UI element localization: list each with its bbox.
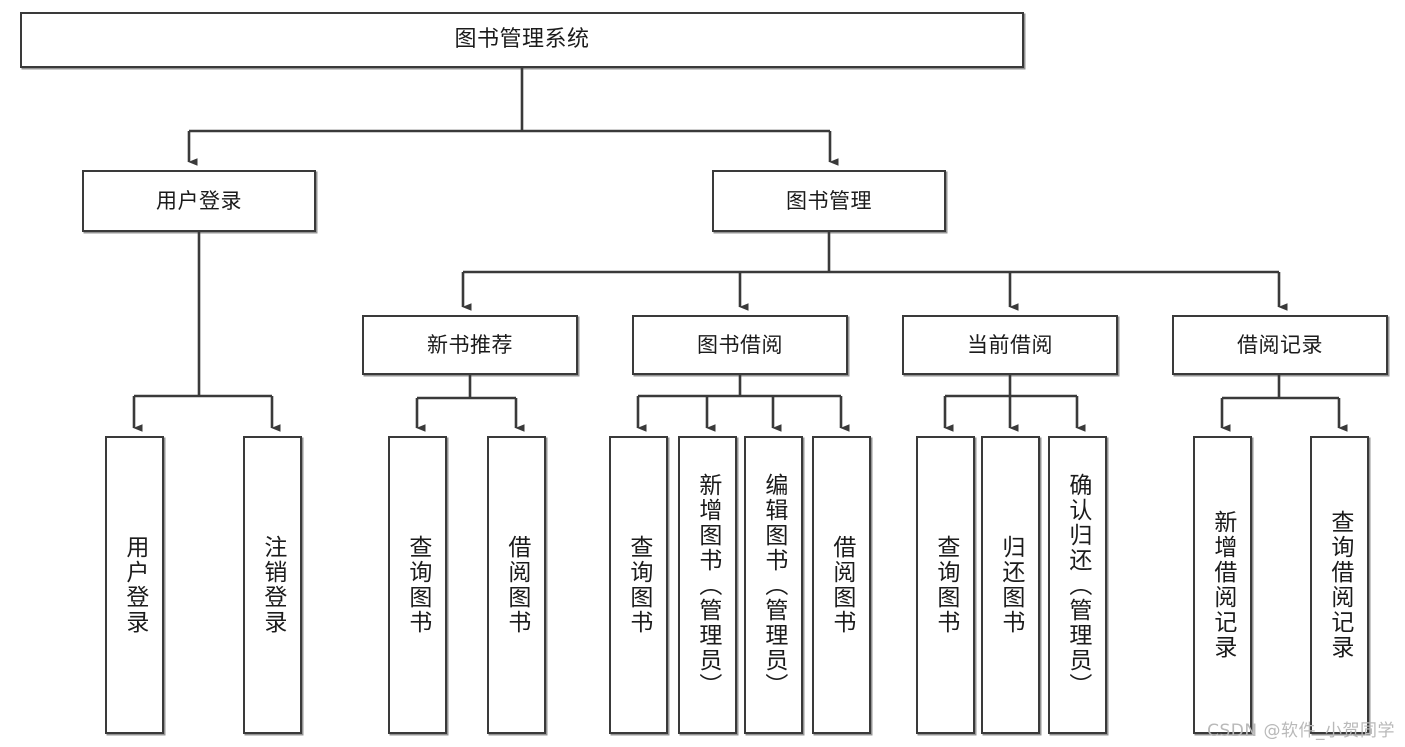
node-label: 图书管理 <box>786 188 872 213</box>
leaf-user-login[interactable]: 用户登录 <box>105 436 164 734</box>
csdn-watermark: CSDN @软件_小贺同学 <box>1207 721 1395 741</box>
leaf-borrow-book[interactable]: 借阅图书 <box>812 436 871 734</box>
node-new-book-recommend[interactable]: 新书推荐 <box>362 315 578 375</box>
node-label: 确认归还（管理员） <box>1064 472 1091 698</box>
leaf-borrow-book-recommend[interactable]: 借阅图书 <box>487 436 546 734</box>
leaf-edit-book-admin[interactable]: 编辑图书（管理员） <box>744 436 803 734</box>
node-current-borrow[interactable]: 当前借阅 <box>902 315 1118 375</box>
leaf-add-book-admin[interactable]: 新增图书（管理员） <box>678 436 737 734</box>
node-label: 图书管理系统 <box>454 27 590 53</box>
node-label: 查询图书 <box>404 535 431 635</box>
node-label: 查询图书 <box>932 535 959 635</box>
node-label: 用户登录 <box>156 188 242 213</box>
node-label: 借阅图书 <box>503 535 530 635</box>
node-label: 借阅记录 <box>1237 332 1323 357</box>
leaf-query-book-borrow[interactable]: 查询图书 <box>609 436 668 734</box>
leaf-query-borrow-record[interactable]: 查询借阅记录 <box>1310 436 1369 734</box>
node-book-borrow[interactable]: 图书借阅 <box>632 315 848 375</box>
node-label: 新书推荐 <box>427 332 513 357</box>
node-label: 新增图书（管理员） <box>694 472 721 698</box>
leaf-return-book[interactable]: 归还图书 <box>981 436 1040 734</box>
node-label: 归还图书 <box>997 535 1024 635</box>
leaf-logout[interactable]: 注销登录 <box>243 436 302 734</box>
leaf-query-book-current[interactable]: 查询图书 <box>916 436 975 734</box>
node-borrow-record[interactable]: 借阅记录 <box>1172 315 1388 375</box>
leaf-confirm-return-admin[interactable]: 确认归还（管理员） <box>1048 436 1107 734</box>
leaf-add-borrow-record[interactable]: 新增借阅记录 <box>1193 436 1252 734</box>
node-label: 当前借阅 <box>967 332 1053 357</box>
node-label: 查询图书 <box>625 535 652 635</box>
node-label: 用户登录 <box>121 535 148 635</box>
node-book-management[interactable]: 图书管理 <box>712 170 946 232</box>
node-root-book-management-system[interactable]: 图书管理系统 <box>20 12 1024 68</box>
node-label: 注销登录 <box>259 535 286 635</box>
node-label: 图书借阅 <box>697 332 783 357</box>
node-label: 查询借阅记录 <box>1326 510 1353 660</box>
node-label: 编辑图书（管理员） <box>760 472 787 698</box>
node-label: 新增借阅记录 <box>1209 510 1236 660</box>
leaf-query-book-recommend[interactable]: 查询图书 <box>388 436 447 734</box>
node-user-login[interactable]: 用户登录 <box>82 170 316 232</box>
node-label: 借阅图书 <box>828 535 855 635</box>
